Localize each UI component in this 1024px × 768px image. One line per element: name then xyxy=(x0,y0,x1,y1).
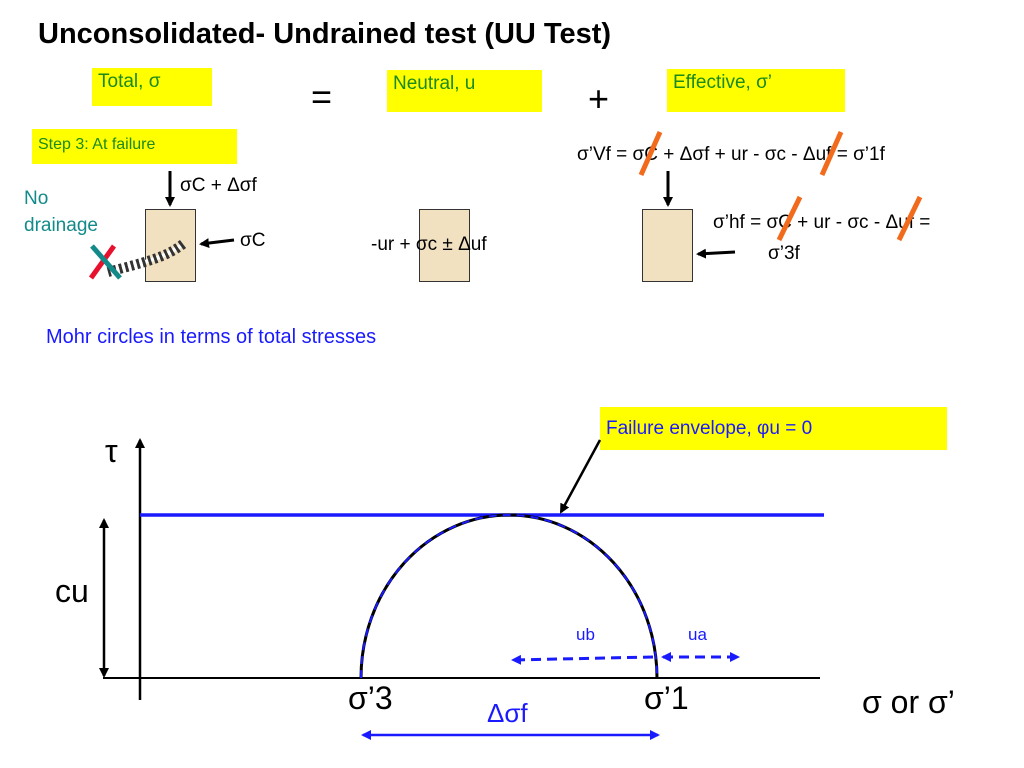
delta-sigma-f-label: Δσf xyxy=(487,698,528,728)
cancel-stroke-1 xyxy=(638,130,663,177)
drainage-tube xyxy=(106,239,187,277)
ua-label: ua xyxy=(688,625,707,644)
effective-horizontal-eq: σ’hf = σC + ur - σc - Δuf = xyxy=(713,212,931,233)
envelope-pointer-arrow xyxy=(559,439,602,514)
cancel-stroke-3 xyxy=(776,195,803,242)
no-drainage-cross-teal xyxy=(90,244,122,280)
effective-box: Effective, σ’ xyxy=(667,69,845,112)
effective-horizontal-eq-cont: σ’3f xyxy=(768,243,800,264)
neutral-sample xyxy=(419,209,470,282)
ub-label: ub xyxy=(576,625,595,644)
effective-side-arrow xyxy=(696,248,736,259)
no-drainage-line-2: drainage xyxy=(24,215,98,236)
page-title: Unconsolidated- Undrained test (UU Test) xyxy=(38,18,612,50)
neutral-expression: -ur + σc ± Δuf xyxy=(371,234,487,255)
total-top-stress: σC + Δσf xyxy=(180,175,257,196)
step-box: Step 3: At failure xyxy=(32,129,237,164)
equals-sign: = xyxy=(311,76,333,117)
total-side-arrow xyxy=(199,238,235,249)
no-drainage-cross-red xyxy=(88,244,117,280)
x-axis-label: σ or σ’ xyxy=(862,684,955,720)
total-box: Total, σ xyxy=(92,68,212,106)
total-sample xyxy=(145,209,196,282)
tau-axis-label: τ xyxy=(105,433,118,469)
cu-label: cu xyxy=(55,573,89,609)
sigma3-label: σ’3 xyxy=(348,680,393,716)
sigma1-label: σ’1 xyxy=(644,680,689,716)
no-drainage-label: No drainage xyxy=(24,185,98,239)
ub-arrow xyxy=(511,654,654,665)
effective-sample xyxy=(642,209,693,282)
mohr-caption: Mohr circles in terms of total stresses xyxy=(46,326,377,348)
no-drainage-line-1: No xyxy=(24,188,49,209)
failure-envelope-box: Failure envelope, φu = 0 xyxy=(600,407,947,450)
plus-sign: + xyxy=(588,78,610,119)
total-side-stress: σC xyxy=(240,230,266,251)
cancel-stroke-4 xyxy=(896,195,923,242)
neutral-box: Neutral, u xyxy=(387,70,542,112)
mohr-circle xyxy=(359,513,659,679)
cancel-stroke-2 xyxy=(819,130,844,177)
